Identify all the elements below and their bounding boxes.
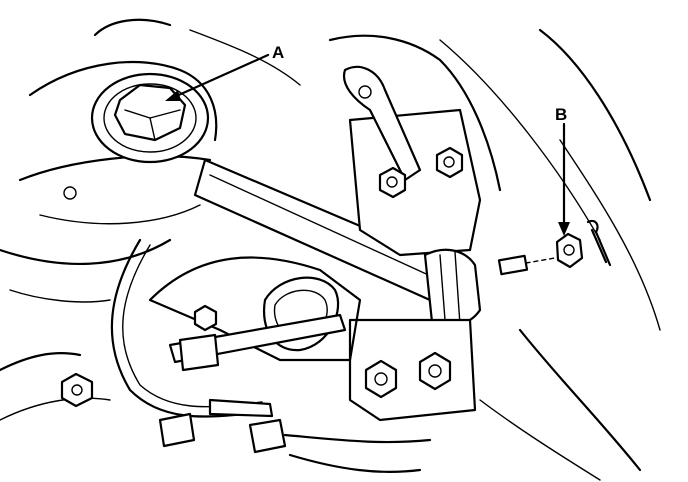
callout-b-label: B bbox=[555, 105, 567, 124]
bolt-lower-left-frame bbox=[60, 372, 94, 408]
stabilizer-link bbox=[168, 313, 347, 372]
subframe-outline bbox=[0, 18, 661, 481]
bolt-lower-right bbox=[418, 351, 452, 391]
control-arm bbox=[193, 65, 556, 327]
knuckle-bracket bbox=[148, 256, 477, 422]
castle-nut-b bbox=[555, 232, 584, 269]
bolt-a bbox=[90, 72, 210, 164]
bolt-stabilizer bbox=[193, 304, 218, 332]
brake-hose bbox=[110, 238, 432, 454]
bolt-lower-left bbox=[364, 359, 398, 399]
callout-b: B bbox=[555, 105, 570, 236]
bolt-upper-right bbox=[435, 146, 464, 179]
cotter-pin bbox=[586, 219, 612, 267]
bracket-bolts bbox=[60, 146, 464, 408]
bolt-upper-left bbox=[378, 166, 407, 199]
callout-a: A bbox=[165, 43, 284, 101]
callout-a-label: A bbox=[272, 43, 284, 62]
